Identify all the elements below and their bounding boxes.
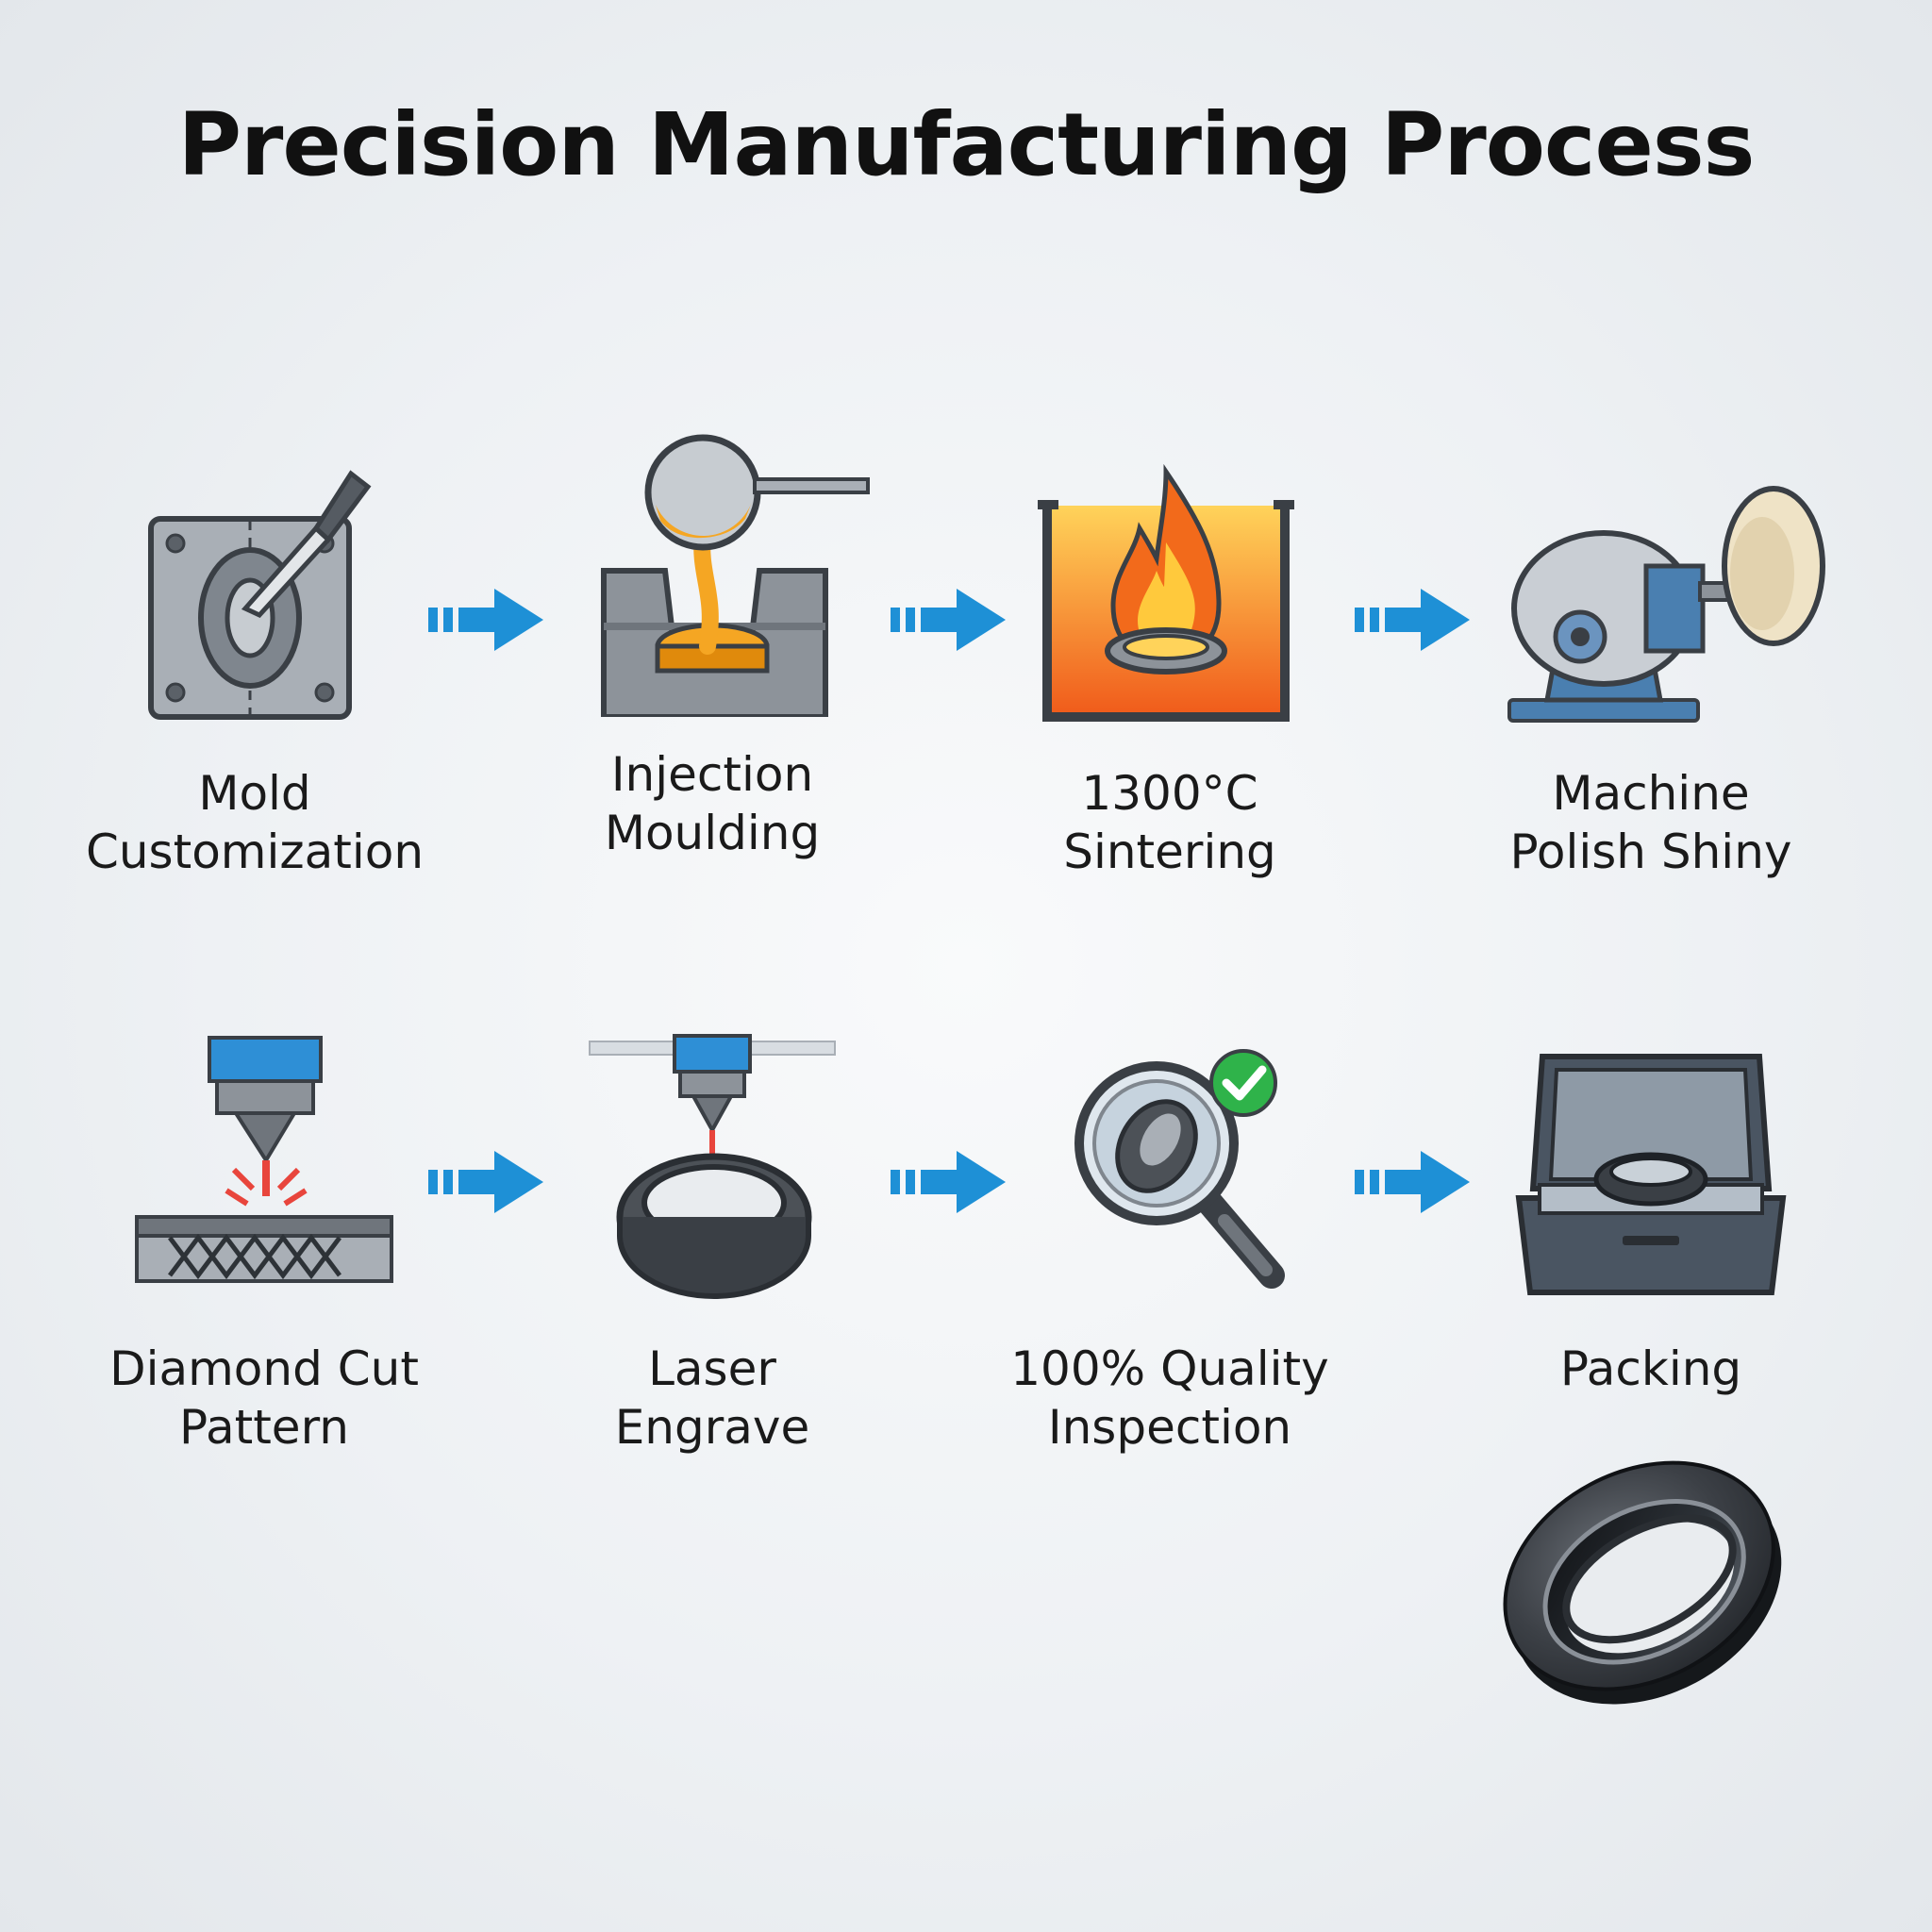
page-title: Precision Manufacturing Process bbox=[177, 94, 1756, 195]
step-label: Machine Polish Shiny bbox=[1509, 766, 1792, 879]
magnifier-check-icon bbox=[972, 1028, 1368, 1311]
mold-knife-icon bbox=[57, 453, 453, 736]
flow-arrow bbox=[425, 1149, 547, 1215]
step-label: Packing bbox=[1559, 1341, 1742, 1396]
flow-arrow bbox=[1351, 1149, 1474, 1215]
step-label: 100% Quality Inspection bbox=[1010, 1341, 1329, 1455]
polishing-wheel-icon bbox=[1453, 453, 1849, 736]
step-label: 1300°C Sintering bbox=[1063, 766, 1276, 879]
step-label: Laser Engrave bbox=[614, 1341, 810, 1455]
flow-arrow bbox=[887, 587, 1009, 653]
ladle-pour-icon bbox=[514, 434, 910, 717]
diamond-cutter-icon bbox=[66, 1028, 462, 1311]
step-label: Mold Customization bbox=[85, 766, 425, 879]
black-ring-icon bbox=[1481, 1424, 1802, 1736]
flow-arrow bbox=[425, 587, 547, 653]
furnace-flame-icon bbox=[972, 453, 1368, 736]
ring-box-icon bbox=[1453, 1028, 1849, 1311]
flow-arrow bbox=[887, 1149, 1009, 1215]
step-label: Diamond Cut Pattern bbox=[109, 1341, 419, 1455]
laser-ring-icon bbox=[514, 1028, 910, 1311]
flow-arrow bbox=[1351, 587, 1474, 653]
step-label: Injection Moulding bbox=[604, 747, 821, 860]
